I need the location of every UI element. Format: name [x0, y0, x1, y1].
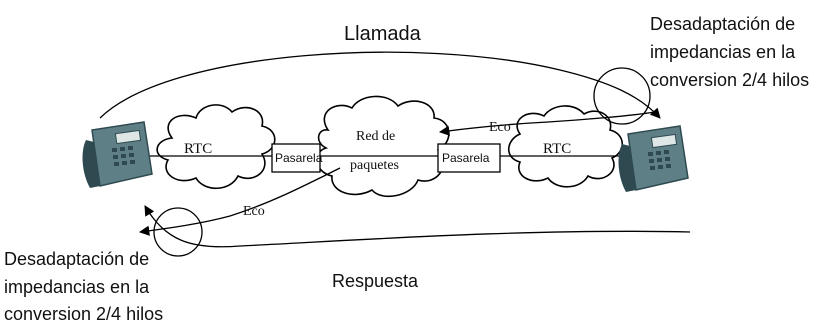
llamada-arrow	[99, 51, 661, 119]
respuesta-arrow	[144, 205, 691, 248]
mismatch-label-right: Desadaptación de impedancias en la conve…	[650, 14, 809, 90]
eco-upper-arrow	[438, 111, 656, 136]
telephone-right-icon	[618, 125, 689, 192]
red-label-line2: paquetes	[350, 158, 399, 173]
respuesta-label: Respuesta	[332, 271, 419, 291]
llamada-label: Llamada	[344, 23, 422, 45]
mismatch-label-left: Desadaptación de impedancias en la conve…	[4, 249, 163, 324]
packet-network-cloud-icon	[316, 95, 450, 198]
rtc-right-cloud-icon	[507, 105, 624, 188]
mismatch-left-line3: conversion 2/4 hilos	[4, 304, 163, 324]
eco-lower-label: Eco	[243, 204, 265, 219]
pasarela-right-box	[437, 143, 501, 173]
pasarela-left-label: Pasarela	[275, 151, 323, 165]
mismatch-left-line2: impedancias en la	[4, 277, 150, 297]
rtc-right-label: RTC	[543, 141, 571, 157]
mismatch-circle-left	[153, 207, 203, 257]
mismatch-right-line3: conversion 2/4 hilos	[650, 70, 809, 90]
eco-lower-arrow	[138, 167, 341, 236]
mismatch-right-line1: Desadaptación de	[650, 14, 795, 34]
mismatch-left-line1: Desadaptación de	[4, 249, 149, 269]
pasarela-right-label: Pasarela	[442, 151, 490, 165]
pasarela-left-box	[271, 143, 321, 173]
rtc-left-cloud-icon	[156, 104, 276, 190]
telephone-left-icon	[82, 121, 153, 188]
mismatch-right-line2: impedancias en la	[650, 42, 796, 62]
mismatch-circle-right	[593, 67, 651, 125]
eco-upper-label: Eco	[489, 120, 511, 135]
rtc-left-label: RTC	[184, 141, 212, 157]
red-label-line1: Red de	[356, 129, 395, 144]
